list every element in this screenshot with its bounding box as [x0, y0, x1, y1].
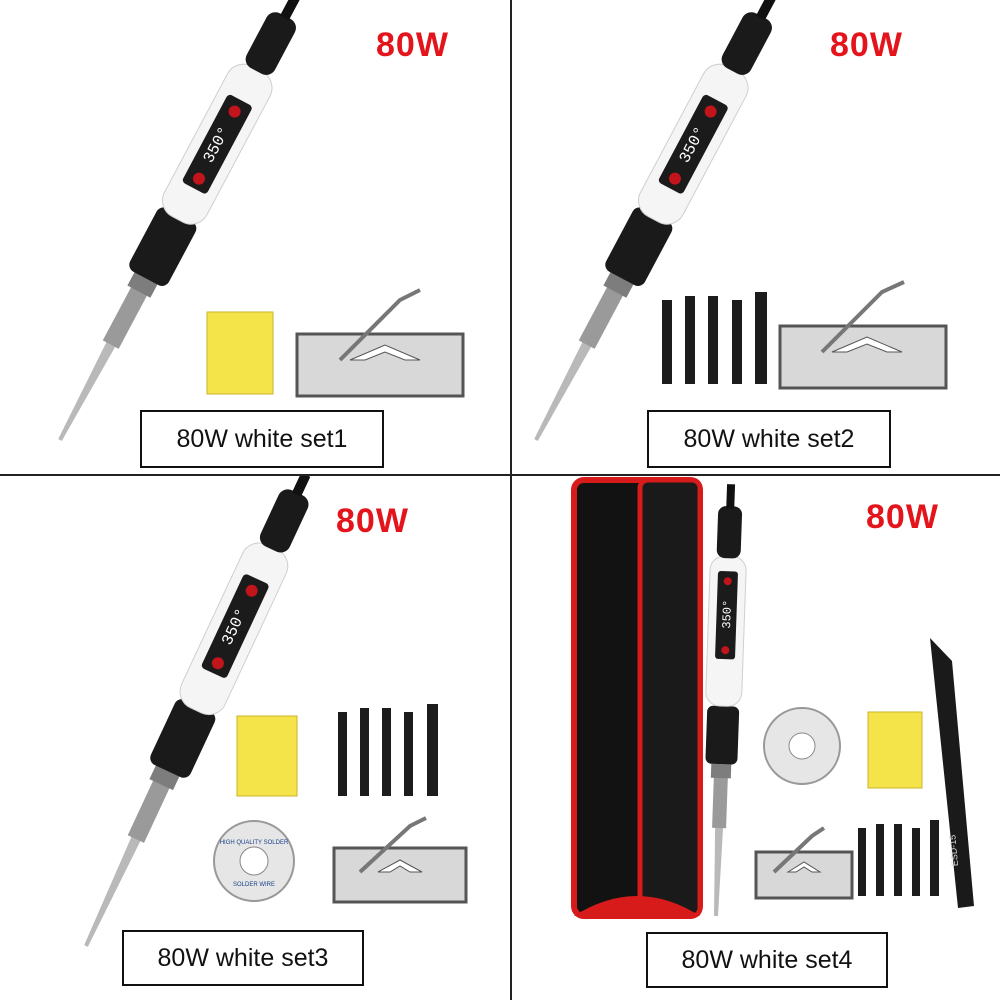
set-label: 80W white set2	[647, 410, 891, 468]
wattage-label: 80W	[336, 502, 409, 540]
temperature-display: 350°	[720, 600, 735, 629]
carry-bag-image	[571, 477, 703, 919]
set-label: 80W white set4	[646, 932, 888, 988]
wattage-label: 80W	[830, 26, 903, 64]
iron-stand-image	[778, 280, 948, 390]
solder-tips-image	[858, 820, 939, 896]
wattage-label: 80W	[376, 26, 449, 64]
solder-wire-brand: HIGH QUALITY SOLDER	[220, 840, 289, 846]
solder-wire-image	[763, 707, 841, 785]
iron-stand-image	[295, 288, 465, 398]
panel-set2: 80W 350°	[512, 0, 1000, 474]
divider-horizontal	[0, 474, 1000, 476]
soldering-iron-image: 350°	[534, 0, 785, 441]
sponge-image	[236, 715, 298, 797]
tweezers-image: ESD-15	[930, 638, 974, 908]
panel-set1: 80W 350°	[0, 0, 510, 474]
soldering-iron-image: 350°	[84, 476, 311, 947]
solder-tips-image	[662, 292, 767, 384]
iron-stand-image	[754, 826, 854, 900]
panel-set4: 80W 350°	[512, 476, 1000, 1000]
solder-wire-sub: SOLDER WIRE	[233, 882, 275, 888]
tweezers-model: ESD-15	[947, 834, 960, 866]
divider-vertical	[510, 0, 512, 1000]
wattage-label: 80W	[866, 498, 939, 536]
solder-wire-image: HIGH QUALITY SOLDER SOLDER WIRE	[213, 820, 295, 902]
solder-tips-image	[338, 704, 438, 796]
panel-set3: 80W 350°	[0, 476, 510, 1000]
set-label: 80W white set1	[140, 410, 384, 468]
sponge-image	[206, 311, 274, 395]
soldering-iron-image: 350°	[705, 484, 747, 917]
iron-stand-image	[332, 816, 468, 904]
soldering-iron-image: 350°	[58, 0, 309, 441]
set-label: 80W white set3	[122, 930, 364, 986]
sponge-image	[867, 711, 923, 789]
